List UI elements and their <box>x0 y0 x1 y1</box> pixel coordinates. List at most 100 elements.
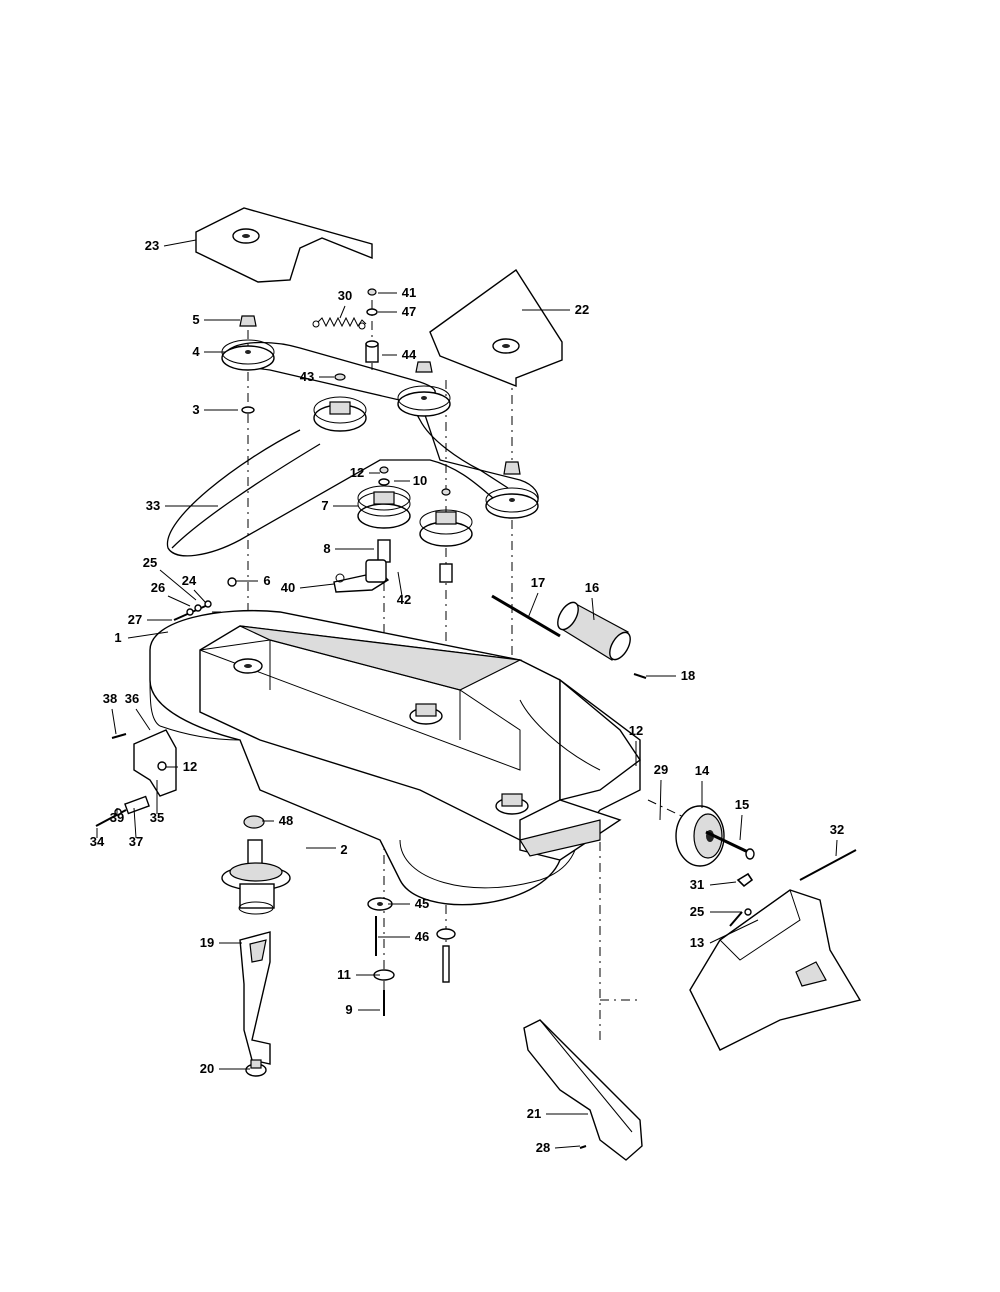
part-number-label: 45 <box>415 896 429 911</box>
part-number-label: 13 <box>690 935 704 950</box>
part-number-label: 34 <box>90 834 105 849</box>
part-number-label: 42 <box>397 592 411 607</box>
callout-layer: 1234567891011121212131415161718192021222… <box>90 238 844 1155</box>
part-number-label: 46 <box>415 929 429 944</box>
leader-line <box>167 595 191 607</box>
callout-c32: 32 <box>830 822 844 857</box>
callout-c10: 10 <box>394 473 427 488</box>
callout-c8: 8 <box>323 541 374 556</box>
part-number-label: 2 <box>340 842 347 857</box>
leader-line <box>739 814 743 841</box>
part-number-label: 14 <box>695 763 710 778</box>
callout-c22: 22 <box>522 302 589 317</box>
part-number-label: 19 <box>200 935 214 950</box>
callout-c43: 43 <box>300 369 334 384</box>
leader-line <box>133 807 137 839</box>
gauge-wheel-bolt <box>705 830 755 860</box>
leader-line <box>659 779 662 821</box>
part-number-label: 38 <box>103 691 117 706</box>
callout-c41: 41 <box>378 285 416 300</box>
callout-c25b: 25 <box>690 904 742 919</box>
idler-hardware-stack <box>365 288 379 363</box>
callout-c21: 21 <box>527 1106 588 1121</box>
roller-pin <box>633 673 647 679</box>
part-number-label: 33 <box>146 498 160 513</box>
part-number-label: 15 <box>735 797 749 812</box>
callout-c11: 11 <box>337 967 380 982</box>
callout-c30: 30 <box>338 288 352 319</box>
leader-line <box>835 839 838 857</box>
leader-line <box>193 589 207 604</box>
callout-c5: 5 <box>192 312 240 327</box>
part-number-label: 1 <box>114 630 121 645</box>
leader-line <box>159 569 197 601</box>
callout-c45: 45 <box>388 896 429 911</box>
callout-c26: 26 <box>151 580 191 607</box>
callout-c14: 14 <box>695 763 710 808</box>
callout-c36: 36 <box>125 691 151 731</box>
part-number-label: 43 <box>300 369 314 384</box>
callout-c37: 37 <box>129 807 143 849</box>
idler-pulley-7 <box>357 466 411 563</box>
callout-c4: 4 <box>192 344 226 359</box>
deck-spindle-hubs <box>233 658 529 815</box>
callout-c9: 9 <box>345 1002 380 1017</box>
callout-c40: 40 <box>281 580 335 595</box>
part-number-label: 35 <box>150 810 164 825</box>
callout-c35: 35 <box>150 780 164 825</box>
callout-c44: 44 <box>382 347 417 362</box>
callout-c6: 6 <box>236 573 271 588</box>
callout-c20: 20 <box>200 1061 250 1076</box>
part-number-label: 40 <box>281 580 295 595</box>
blade-nut <box>245 1059 267 1077</box>
part-number-label: 18 <box>681 668 695 683</box>
callout-c39: 39 <box>110 808 124 825</box>
part-number-label: 47 <box>402 304 416 319</box>
part-number-label: 26 <box>151 580 165 595</box>
callout-c42: 42 <box>397 571 411 607</box>
part-number-label: 3 <box>192 402 199 417</box>
callout-c12b: 12 <box>166 759 197 774</box>
callout-c1: 1 <box>114 630 169 645</box>
leader-line <box>397 571 403 597</box>
lower-idler-hardware <box>367 897 456 1016</box>
part-number-label: 5 <box>192 312 199 327</box>
deck-height-hardware <box>173 577 237 621</box>
mandrel-pulley-left <box>221 315 275 414</box>
part-number-label: 44 <box>402 347 417 362</box>
callout-c25: 25 <box>143 555 197 601</box>
part-number-label: 22 <box>575 302 589 317</box>
callout-c13: 13 <box>690 919 759 950</box>
callout-c17: 17 <box>527 575 545 619</box>
callout-c34: 34 <box>90 828 105 849</box>
callout-c2: 2 <box>306 842 348 857</box>
part-number-label: 9 <box>345 1002 352 1017</box>
callout-c28: 28 <box>536 1140 581 1155</box>
mandrel-pulley-right <box>485 461 539 519</box>
leader-line <box>299 583 335 589</box>
leader-line <box>163 239 197 247</box>
part-number-label: 12 <box>183 759 197 774</box>
part-number-label: 48 <box>279 813 293 828</box>
part-number-label: 41 <box>402 285 416 300</box>
callout-c47: 47 <box>378 304 416 319</box>
callout-c23: 23 <box>145 238 197 253</box>
part-number-label: 4 <box>192 344 200 359</box>
callout-c16: 16 <box>585 580 599 621</box>
callout-c33: 33 <box>146 498 218 513</box>
part-number-label: 10 <box>413 473 427 488</box>
callout-c7: 7 <box>321 498 358 513</box>
part-number-label: 16 <box>585 580 599 595</box>
callout-c48: 48 <box>262 813 293 828</box>
callout-c24: 24 <box>182 573 207 604</box>
part-number-label: 39 <box>110 810 124 825</box>
leader-line <box>554 1145 581 1149</box>
part-number-label: 6 <box>263 573 270 588</box>
spindle-assembly <box>221 815 291 915</box>
deck-hanger-bracket <box>95 729 177 827</box>
callout-c46: 46 <box>378 929 429 944</box>
part-number-label: 12 <box>629 723 643 738</box>
callout-c12c: 12 <box>629 723 643 766</box>
leader-line <box>339 305 346 319</box>
